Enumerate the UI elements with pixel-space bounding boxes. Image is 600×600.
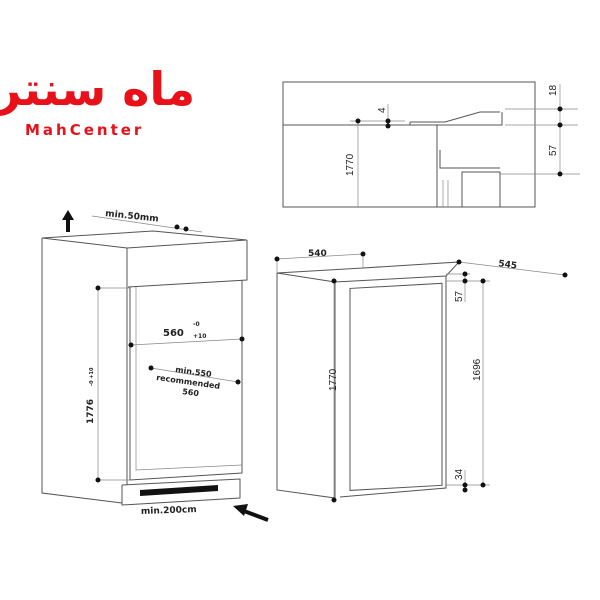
door-height-label: 1696 [472, 358, 483, 381]
arrow-airflow-icon [233, 504, 269, 522]
detail-offset-label: 57 [548, 144, 559, 156]
width-tolerance-lower: +10 [193, 333, 206, 340]
depth-label: 545 [498, 259, 518, 272]
detail-height-label: 1770 [345, 153, 356, 176]
logo-latin: MahCenter [25, 121, 144, 139]
detail-gap-label: 4 [377, 107, 388, 113]
cabinet-height-label: 1776 [86, 399, 96, 424]
top-offset-label: 57 [454, 290, 465, 302]
fridge-door [349, 282, 443, 491]
detail-top-label: 18 [548, 84, 559, 96]
detail-frame [282, 81, 536, 208]
ventilation-top-label: min.50mm [105, 209, 159, 225]
width-label: 540 [308, 249, 327, 259]
cabinet-width-label: 560 [163, 328, 184, 339]
bottom-offset-label: 34 [454, 468, 465, 480]
arrow-up-icon [62, 210, 74, 232]
height-label: 1770 [328, 368, 339, 391]
cabinet-height-tolerance: -0 +10 [89, 367, 95, 386]
depth-recommended-value: 560 [182, 387, 200, 398]
appliance: 540 545 1770 1696 57 34 [274, 249, 568, 503]
logo-arabic: ماه سنتر [0, 62, 195, 116]
ventilation-grille [140, 485, 218, 496]
logo: ماه سنتر MahCenter [0, 62, 195, 139]
detail-view: 1770 4 18 57 [282, 81, 580, 208]
width-tolerance-upper: -0 [193, 321, 200, 328]
ventilation-bottom-label: min.200cm [141, 505, 197, 517]
cabinet-niche: min.50mm 560 -0 +10 min.550 recommended … [41, 209, 269, 522]
